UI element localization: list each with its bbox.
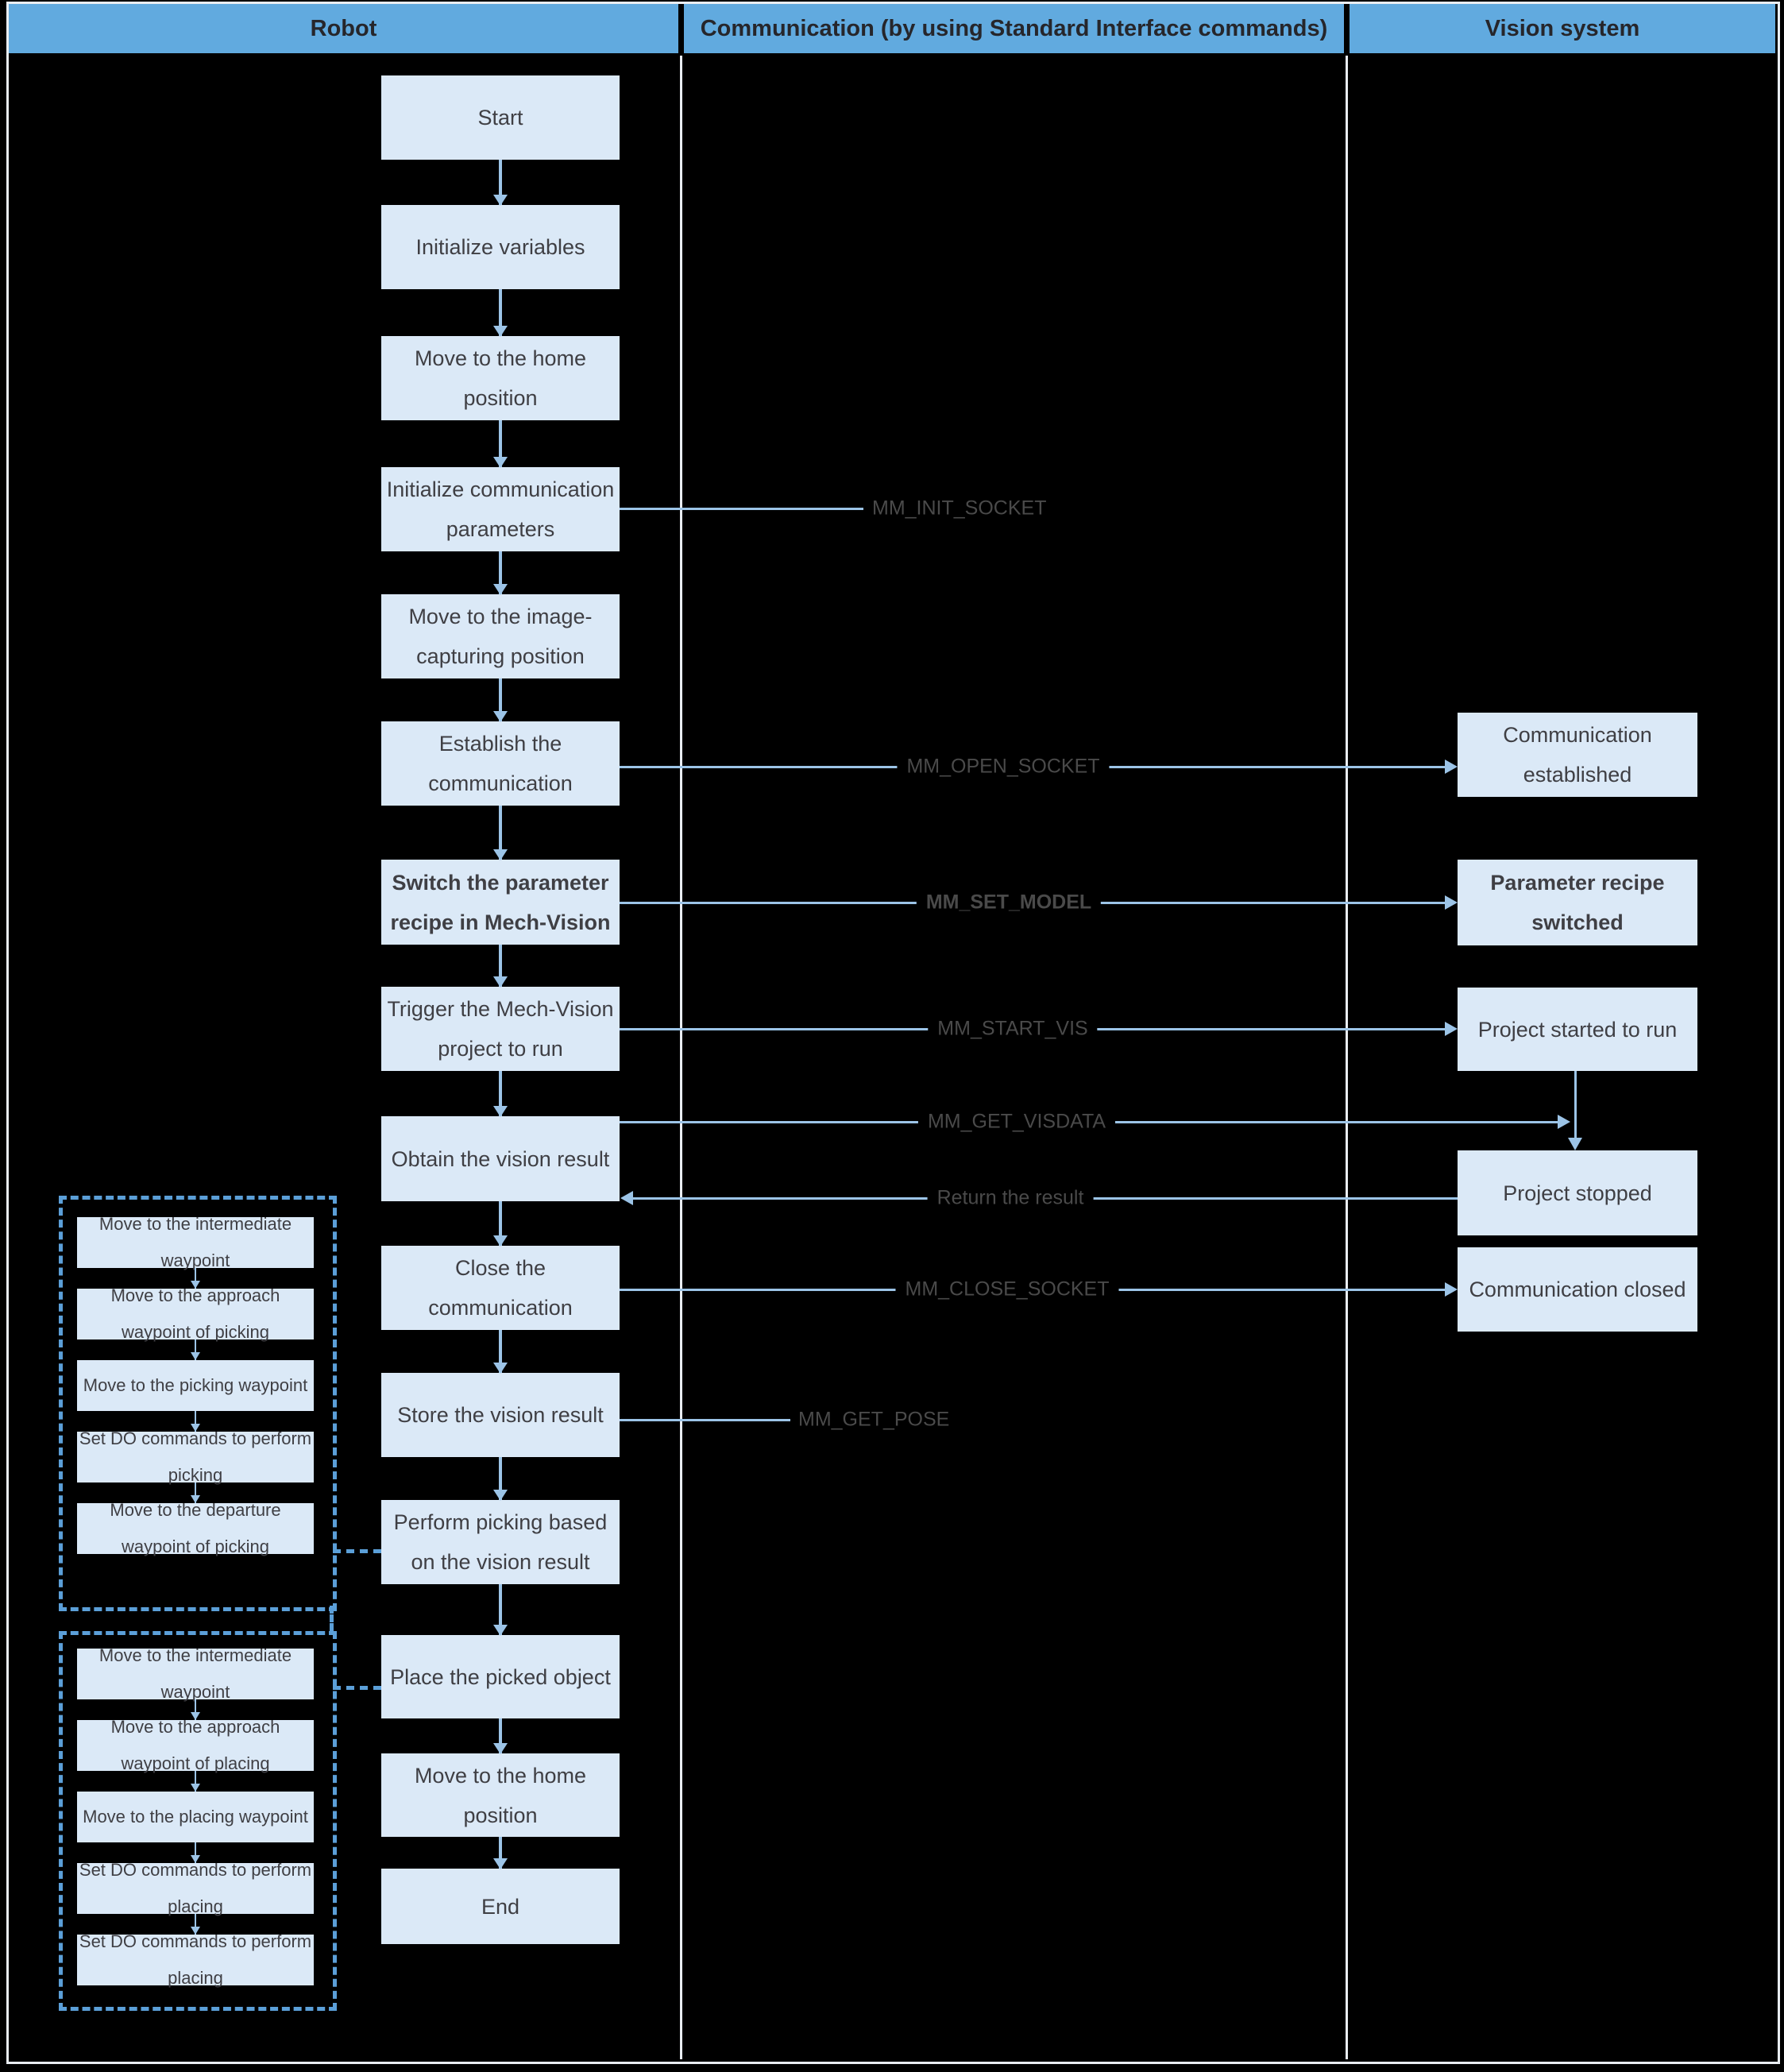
arrow-down-icon [493,806,508,860]
node-end: End [381,1869,620,1944]
node-move-home-1: Move to the home position [381,336,620,420]
arrow-down-icon [493,1330,508,1374]
arrow-right-icon [1445,1282,1458,1297]
node-communication-closed: Communication closed [1458,1247,1697,1332]
arrow-down-icon [191,1842,200,1863]
node-close-communication: Close the communication [381,1246,620,1330]
arrow-left-icon [620,1191,633,1205]
arrow-right-icon [1445,760,1458,774]
node-initialize-variables: Initialize variables [381,205,620,289]
arrow-down-icon [493,1201,508,1247]
arrow-down-icon [191,1339,200,1360]
arrow-down-icon [493,678,508,722]
label-mm-get-visdata: MM_GET_VISDATA [917,1110,1116,1134]
node-place-picked-object: Place the picked object [381,1635,620,1718]
arrow-down-icon [493,551,508,595]
arrow-down-icon [493,1718,508,1754]
node-picking-intermediate-waypoint: Move to the intermediate waypoint [77,1214,314,1270]
picking-group-connector [333,1549,381,1553]
node-establish-communication: Establish the communication [381,721,620,806]
arrow-down-icon [493,1071,508,1117]
placing-subroutine-group [59,1631,337,2011]
node-picking-departure-waypoint: Move to the departure waypoint of pickin… [77,1500,314,1556]
picking-subroutine-group [59,1196,337,1611]
label-mm-start-vis: MM_START_VIS [928,1017,1098,1041]
label-mm-init-socket: MM_INIT_SOCKET [872,497,1047,520]
header-vision-system: Vision system [1350,4,1775,53]
arrow-right-icon [1558,1115,1570,1129]
line-mm-get-pose [620,1419,790,1421]
node-picking-waypoint: Move to the picking waypoint [77,1360,314,1411]
line-mm-init-socket [620,508,863,510]
label-mm-open-socket: MM_OPEN_SOCKET [897,755,1110,779]
arrow-down-icon [191,1699,200,1720]
node-placing-set-do-1: Set DO commands to perform placing [77,1860,314,1916]
node-move-home-2: Move to the home position [381,1753,620,1837]
group-link-dashed [330,1606,334,1631]
label-return-result: Return the result [927,1186,1094,1210]
arrow-down-icon [191,1771,200,1792]
node-project-stopped: Project stopped [1458,1150,1697,1235]
column-divider-1 [680,56,682,2059]
node-obtain-vision-result: Obtain the vision result [381,1116,620,1201]
placing-group-connector [333,1686,381,1690]
arrow-right-icon [1445,1022,1458,1036]
header-robot: Robot [9,4,678,53]
arrow-down-icon [493,420,508,468]
node-store-vision-result: Store the vision result [381,1373,620,1457]
arrow-down-icon [493,1584,508,1636]
label-mm-get-pose: MM_GET_POSE [798,1408,950,1432]
node-picking-set-do: Set DO commands to perform picking [77,1428,314,1485]
arrow-down-icon [493,1837,508,1869]
label-mm-close-socket: MM_CLOSE_SOCKET [895,1278,1119,1301]
node-placing-approach-waypoint: Move to the approach waypoint of placing [77,1717,314,1773]
node-move-image-capturing: Move to the image-capturing position [381,594,620,678]
node-parameter-recipe-switched: Parameter recipe switched [1458,860,1697,945]
node-init-comm-params: Initialize communication parameters [381,467,620,551]
arrow-down-icon [493,945,508,988]
arrow-down-icon [493,289,508,337]
node-switch-parameter-recipe: Switch the parameter recipe in Mech-Visi… [381,860,620,945]
node-communication-established: Communication established [1458,713,1697,797]
arrow-down-icon [493,1457,508,1501]
table-border [6,2,1780,2064]
node-placing-intermediate-waypoint: Move to the intermediate waypoint [77,1645,314,1702]
arrow-down-icon [191,1268,200,1289]
arrow-down-icon [191,1482,200,1503]
node-trigger-mech-vision: Trigger the Mech-Vision project to run [381,987,620,1071]
node-placing-set-do-2: Set DO commands to perform placing [77,1931,314,1988]
arrow-down-icon [191,1411,200,1432]
node-start: Start [381,75,620,160]
node-project-started: Project started to run [1458,988,1697,1071]
column-divider-2 [1346,56,1348,2059]
node-picking-approach-waypoint: Move to the approach waypoint of picking [77,1285,314,1342]
line-project-run-to-stopped [1574,1071,1577,1138]
node-placing-waypoint: Move to the placing waypoint [77,1792,314,1842]
node-perform-picking: Perform picking based on the vision resu… [381,1500,620,1584]
arrow-down-icon [191,1914,200,1935]
arrow-down-icon [1568,1138,1582,1150]
label-mm-set-model: MM_SET_MODEL [916,891,1102,914]
arrow-right-icon [1445,895,1458,910]
header-communication: Communication (by using Standard Interfa… [684,4,1344,53]
arrow-down-icon [493,160,508,206]
